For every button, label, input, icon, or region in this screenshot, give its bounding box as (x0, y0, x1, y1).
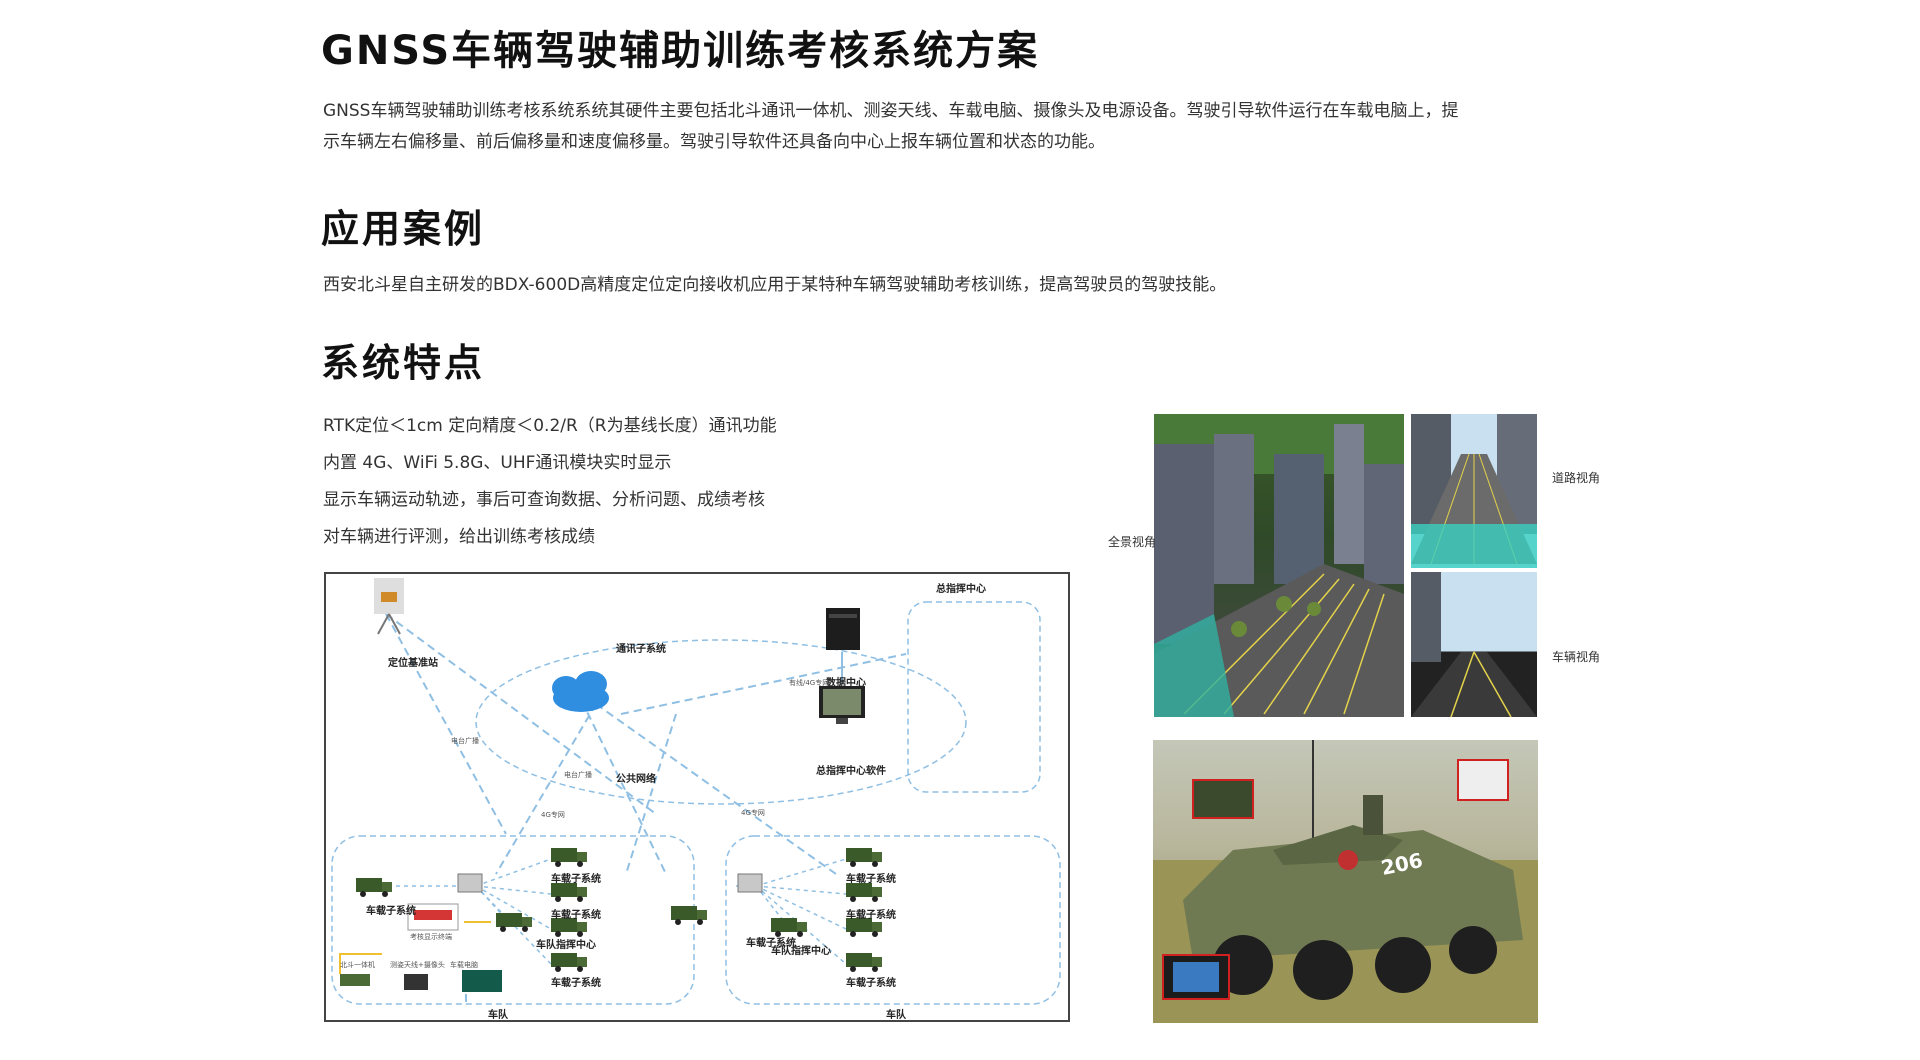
command-center-label: 总指挥中心 (936, 584, 986, 595)
road-view-image (1411, 414, 1537, 568)
fleet-box-right (725, 835, 1061, 1005)
vehicle-subsystem-label: 车载子系统 (746, 938, 796, 949)
case-heading: 应用案例 (321, 207, 486, 251)
public-network-label: 公共网络 (616, 774, 656, 785)
command-center-box (907, 601, 1041, 793)
comm-subsystem-label: 通讯子系统 (616, 644, 666, 655)
system-architecture-diagram: 定位基准站 总指挥中心 数据中心 总指挥中心软件 通讯子系统 公共网络 有线/4… (324, 572, 1070, 1022)
terminal-label: 车载电脑 (450, 961, 478, 969)
command-software-label: 总指挥中心软件 (816, 766, 886, 777)
intro-line-1: GNSS车辆驾驶辅助训练考核系统系统其硬件主要包括北斗通讯一体机、测姿天线、车载… (323, 101, 1459, 121)
feature-item: 显示车辆运动轨迹，事后可查询数据、分析问题、成绩考核 (323, 490, 765, 510)
link-label: 4G专网 (741, 809, 765, 817)
armored-vehicle-photo: 206 (1153, 740, 1538, 1023)
comm-subsystem-ellipse (475, 639, 967, 805)
case-text: 西安北斗星自主研发的BDX-600D高精度定位定向接收机应用于某特种车辆驾驶辅助… (323, 275, 1227, 295)
fleet-center-label: 车队指挥中心 (536, 940, 596, 951)
screen-label: 考核显示终端 (410, 933, 452, 941)
link-label: 电台广播 (451, 737, 479, 745)
link-label: 有线/4G专网 (789, 679, 830, 687)
feature-item: 对车辆进行评测，给出训练考核成绩 (323, 527, 595, 547)
network-links (385, 613, 907, 1004)
vehicle-view-image (1411, 572, 1537, 717)
page-title: GNSS车辆驾驶辅助训练考核系统方案 (321, 28, 1040, 74)
vehicle-subsystem-label: 车载子系统 (366, 906, 416, 917)
cloud-icon (552, 671, 609, 712)
base-station-label: 定位基准站 (388, 658, 438, 669)
feature-item: RTK定位＜1cm 定向精度＜0.2/R（R为基线长度）通讯功能 (323, 416, 777, 436)
terminal-label: 北斗一体机 (340, 961, 375, 969)
vehicle-subsystem-label: 车载子系统 (846, 978, 896, 989)
vehicle-subsystem-label: 车载子系统 (846, 874, 896, 885)
link-label: 电台广播 (564, 771, 592, 779)
features-heading: 系统特点 (321, 341, 486, 385)
vehicle-subsystem-label: 车载子系统 (551, 978, 601, 989)
vehicle-subsystem-label: 车载子系统 (551, 874, 601, 885)
road-caption: 道路视角 (1552, 471, 1601, 485)
fleet-label: 车队 (886, 1010, 906, 1021)
link-label: 4G专网 (541, 811, 565, 819)
panorama-caption: 全景视角 (1108, 535, 1157, 549)
vehicle-subsystem-label: 车载子系统 (846, 910, 896, 921)
vehicle-subsystem-label: 车载子系统 (551, 910, 601, 921)
features-list: RTK定位＜1cm 定向精度＜0.2/R（R为基线长度）通讯功能 内置 4G、W… (323, 408, 777, 556)
panorama-view-image (1154, 414, 1404, 717)
fleet-center-label: 车队指挥中心 (771, 946, 831, 957)
diagram-graphics (331, 578, 1061, 1005)
terminal-label: 测姿天线+摄像头 (390, 961, 445, 969)
intro-paragraph: GNSS车辆驾驶辅助训练考核系统系统其硬件主要包括北斗通讯一体机、测姿天线、车载… (323, 96, 1458, 158)
fleet-label: 车队 (488, 1010, 508, 1021)
data-center-label: 数据中心 (826, 678, 866, 689)
feature-item: 内置 4G、WiFi 5.8G、UHF通讯模块实时显示 (323, 453, 672, 473)
vehicle-caption: 车辆视角 (1552, 650, 1601, 664)
intro-line-2: 示车辆左右偏移量、前后偏移量和速度偏移量。驾驶引导软件还具备向中心上报车辆位置和… (323, 132, 1105, 152)
